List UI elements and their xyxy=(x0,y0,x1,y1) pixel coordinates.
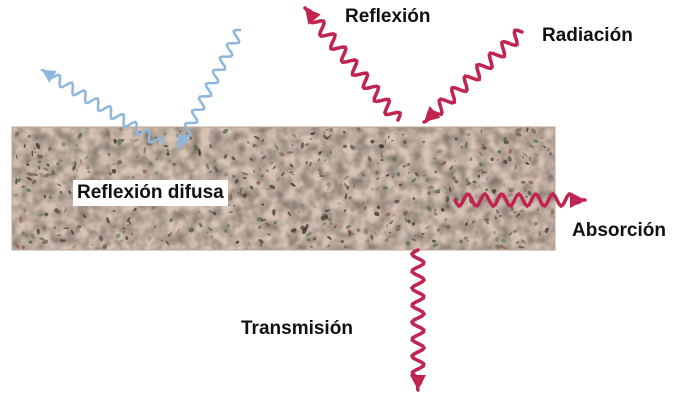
absorption-label: Absorción xyxy=(572,220,666,242)
transmission-arrowhead xyxy=(410,375,426,390)
radiation-arrow xyxy=(424,30,522,122)
speckle xyxy=(37,154,39,158)
radiation-label: Radiación xyxy=(542,25,633,47)
transmission-arrow xyxy=(412,250,424,390)
transmission-label: Transmisión xyxy=(241,318,353,340)
speckle xyxy=(470,158,473,161)
reflection-label: Reflexión xyxy=(345,6,431,28)
absorption-arrowhead xyxy=(570,192,585,208)
diffuse-reflection-label: Reflexión difusa xyxy=(73,180,228,206)
